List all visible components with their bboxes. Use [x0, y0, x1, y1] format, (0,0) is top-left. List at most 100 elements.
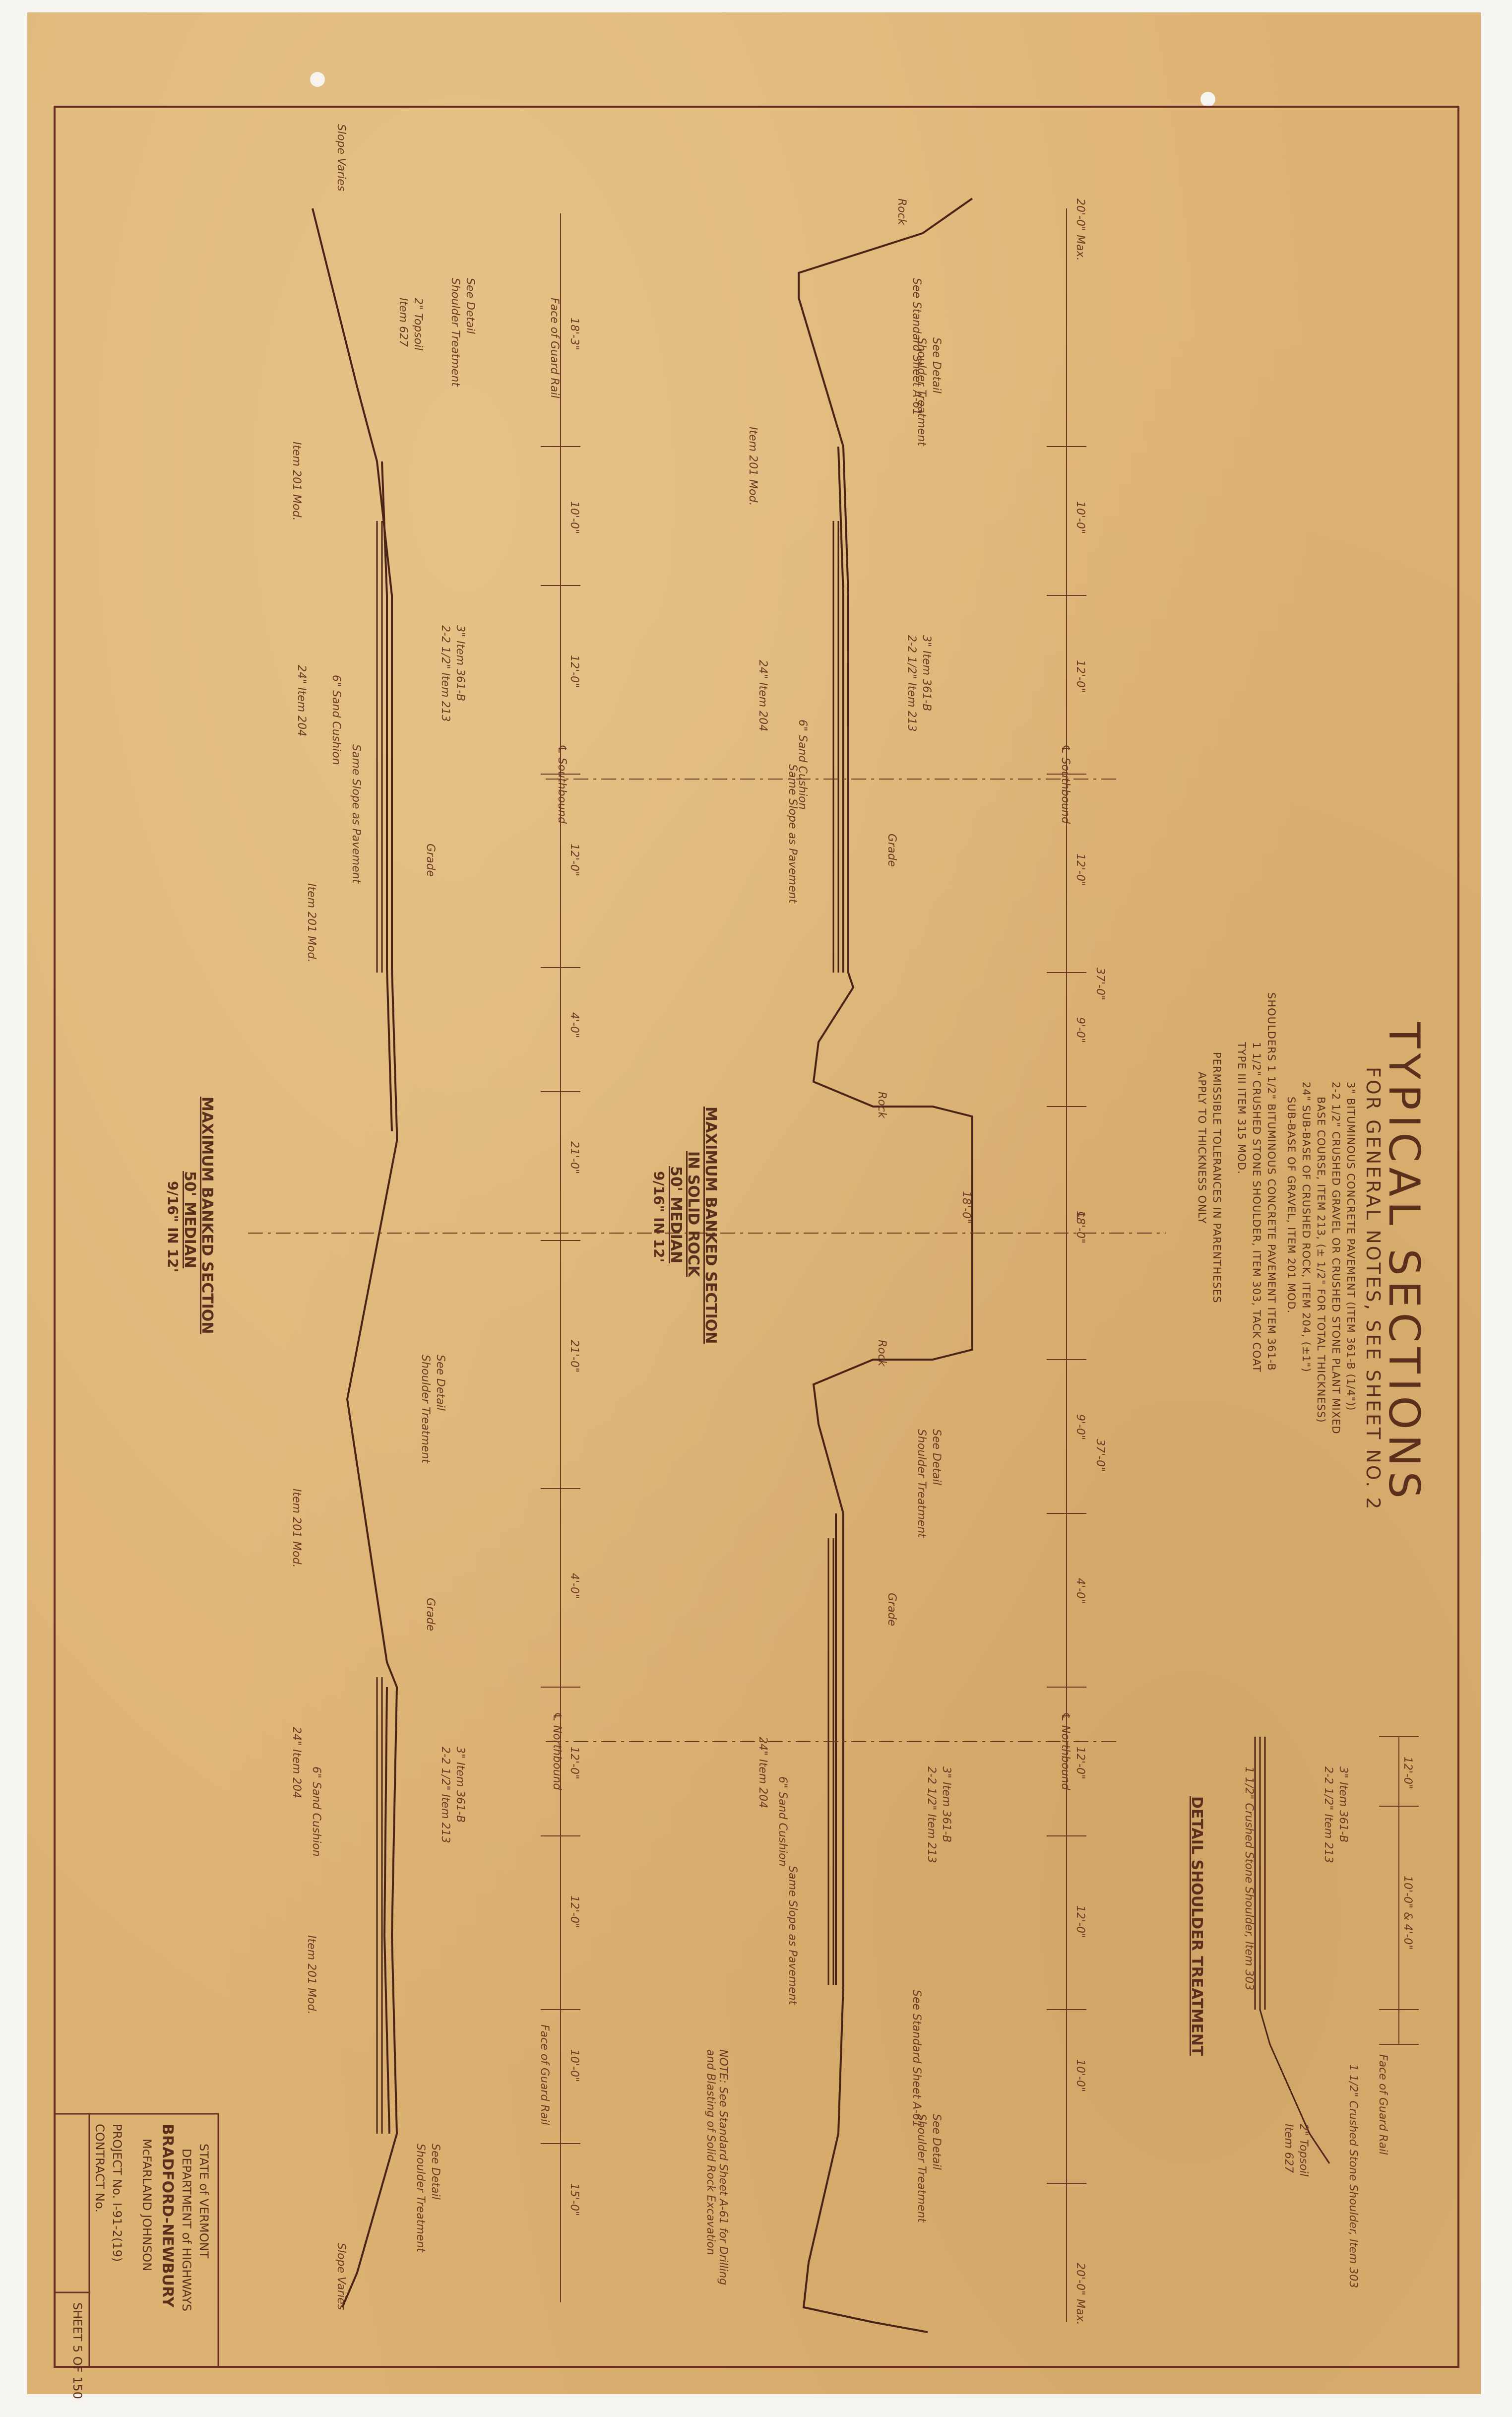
annotation-sand-cushion: 6" Sand Cushion — [330, 675, 342, 765]
title-block-frame — [54, 2113, 219, 2368]
left-section-dimension-lines — [541, 213, 580, 2302]
annotation-item-627: Item 627 — [1282, 2124, 1295, 2173]
title-block-dept: DEPARTMENT of HIGHWAYS — [180, 2149, 193, 2312]
annotation-crushed-shoulder: 1 1/2" Crushed Stone Shoulder, Item 303 — [1243, 1766, 1255, 1991]
dimension-label: 18'-0" — [960, 1191, 972, 1224]
dimension-label: 10'-0" — [568, 501, 580, 534]
dimension-label: 21'-0" — [568, 1141, 580, 1175]
dimension-label: 20'-0" Max. — [1074, 2263, 1086, 2325]
annotation-shoulder-treatment: Shoulder Treatment — [915, 2114, 928, 2222]
annotation-cl-northbound: ℄ Northbound — [1059, 1712, 1071, 1790]
drawing-subtitle: FOR GENERAL NOTES, SEE SHEET NO. 2 — [1362, 1067, 1384, 1511]
annotation-shoulder-treatment: Shoulder Treatment — [449, 278, 461, 387]
dimension-label: 12'-0" — [568, 655, 580, 688]
title-block-contract: CONTRACT No. — [93, 2124, 107, 2213]
dimension-label: 18'-3" — [568, 318, 580, 351]
rock-section-dimension-lines — [1047, 208, 1086, 2322]
rock-section-median: 50' MEDIAN — [667, 1166, 685, 1264]
annotation-face-guard-rail: Face of Guard Rail — [1377, 2054, 1389, 2155]
left-section-title: MAXIMUM BANKED SECTION — [198, 1097, 216, 1334]
dimension-label: 20'-0" Max. — [1074, 198, 1086, 261]
punch-hole — [310, 72, 325, 87]
annotation-item-213: 2-2 1/2" Item 213 — [925, 1766, 938, 1863]
annotation-shoulder-treatment: Shoulder Treatment — [915, 1429, 928, 1538]
detail-section-title: DETAIL SHOULDER TREATMENT — [1188, 1796, 1205, 2056]
legend-note: APPLY TO THICKNESS ONLY — [1196, 1072, 1208, 1224]
dimension-label: 12'-0" — [1074, 660, 1086, 693]
annotation-item-213: 2-2 1/2" Item 213 — [1322, 1766, 1334, 1863]
dimension-label: 4'-0" — [568, 1573, 580, 1599]
annotation-face-guard-rail: Face of Guard Rail — [538, 2025, 551, 2125]
detail-shoulder-profile — [1254, 1737, 1330, 2164]
dimension-label: 10'-0" — [1074, 2059, 1086, 2092]
title-block-sheet: SHEET 5 OF 150 — [70, 2302, 84, 2399]
annotation-item-201: Item 201 Mod. — [747, 427, 759, 506]
annotation-item-204: 24" Item 204 — [290, 1727, 303, 1799]
annotation-same-slope: Same Slope as Pavement — [786, 1866, 799, 2005]
centerlines — [248, 779, 1166, 1742]
drawing-title: TYPICAL SECTIONS — [1379, 1022, 1429, 1503]
annotation-item-201: Item 201 Mod. — [305, 1935, 317, 2015]
annotation-item-204: 24" Item 204 — [756, 1737, 769, 1809]
legend-note: SUB-BASE OF GRAVEL, ITEM 201 MOD. — [1285, 1097, 1297, 1314]
legend-note: 2-2 1/2" CRUSHED GRAVEL OR CRUSHED STONE… — [1330, 1082, 1342, 1435]
annotation-see-detail: See Detail — [464, 278, 476, 334]
annotation-item-204: 24" Item 204 — [756, 660, 769, 732]
annotation-shoulder-treatment: Shoulder Treatment — [419, 1355, 432, 1463]
annotation-item-361b: 3" Item 361-B — [454, 625, 466, 702]
dimension-label: 18'-0" — [1074, 1211, 1086, 1244]
annotation-item-213: 2-2 1/2" Item 213 — [439, 625, 451, 722]
dimension-label: 9'-0" — [1074, 1414, 1086, 1440]
annotation-item-361b: 3" Item 361-B — [940, 1766, 952, 1843]
dimension-label: 37'-0" — [1094, 1439, 1106, 1472]
annotation-shoulder-treatment: Shoulder Treatment — [414, 2144, 427, 2252]
dimension-label: 12'-0" — [1074, 853, 1086, 887]
dimension-label: 10'-0" & 4'-0" — [1401, 1876, 1414, 1950]
annotation-grade: Grade — [885, 834, 898, 867]
punch-hole — [1200, 92, 1215, 107]
dimension-label: 9'-0" — [1074, 1017, 1086, 1044]
drawing-border — [54, 106, 1459, 2368]
title-block-project-no: PROJECT No. I-91-2(19) — [110, 2124, 124, 2262]
left-section-median: 50' MEDIAN — [181, 1171, 198, 1269]
annotation-item-201: Item 201 Mod. — [290, 1489, 303, 1568]
dimension-label: 4'-0" — [568, 1012, 580, 1039]
dimension-label: 12'-0" — [568, 844, 580, 877]
rock-section-profile — [798, 197, 973, 2333]
annotation-rock: Rock — [876, 1092, 888, 1118]
annotation-see-standard: See Standard Sheet A-61 — [910, 1990, 923, 2128]
annotation-item-361b: 3" Item 361-B — [454, 1747, 466, 1823]
annotation-shoulder-treatment: Shoulder Treatment — [915, 337, 928, 446]
annotation-see-detail: See Detail — [930, 1429, 943, 1485]
annotation-sand-cushion: 6" Sand Cushion — [310, 1766, 322, 1857]
legend-note: 3" BITUMINOUS CONCRETE PAVEMENT (ITEM 36… — [1345, 1082, 1357, 1411]
left-section-pavement — [376, 521, 383, 2134]
detail-dimension-lines — [1379, 1736, 1419, 2045]
legend-note: TYPE III ITEM 315 MOD. — [1236, 1042, 1248, 1175]
dimension-label: 21'-0" — [568, 1340, 580, 1373]
annotation-slope-varies: Slope Varies — [335, 124, 347, 192]
annotation-sand-cushion: 6" Sand Cushion — [776, 1776, 789, 1867]
annotation-topsoil: 2" Topsoil — [1297, 2124, 1310, 2177]
annotation-see-detail: See Detail — [434, 1355, 446, 1411]
annotation-rock-note: NOTE: See Standard Sheet A-61 for Drilli… — [704, 2049, 729, 2286]
annotation-cl-northbound: ℄ Northbound — [551, 1712, 563, 1790]
dimension-label: 12'-0" — [1074, 1747, 1086, 1780]
rock-section-title: MAXIMUM BANKED SECTION — [702, 1107, 719, 1344]
annotation-rock: Rock — [895, 198, 908, 225]
annotation-see-detail: See Detail — [930, 337, 943, 393]
annotation-item-213: 2-2 1/2" Item 213 — [439, 1747, 451, 1843]
dimension-label: 10'-0" — [1074, 501, 1086, 534]
annotation-cl-southbound: ℄ Southbound — [1059, 744, 1071, 824]
annotation-same-slope: Same Slope as Pavement — [786, 764, 799, 904]
annotation-face-guard-rail: Face of Guard Rail — [548, 298, 561, 398]
annotation-see-detail: See Detail — [429, 2144, 441, 2200]
rock-section-subtitle: IN SOLID ROCK — [685, 1151, 702, 1277]
annotation-grade: Grade — [424, 844, 437, 877]
annotation-rock: Rock — [876, 1340, 888, 1367]
legend-note: BASE COURSE, ITEM 213, (± 1/2" FOR TOTAL… — [1315, 1097, 1327, 1423]
dimension-label: 12'-0" — [568, 1747, 580, 1780]
annotation-item-213: 2-2 1/2" Item 213 — [905, 635, 918, 732]
annotation-item-361b: 3" Item 361-B — [920, 635, 933, 712]
